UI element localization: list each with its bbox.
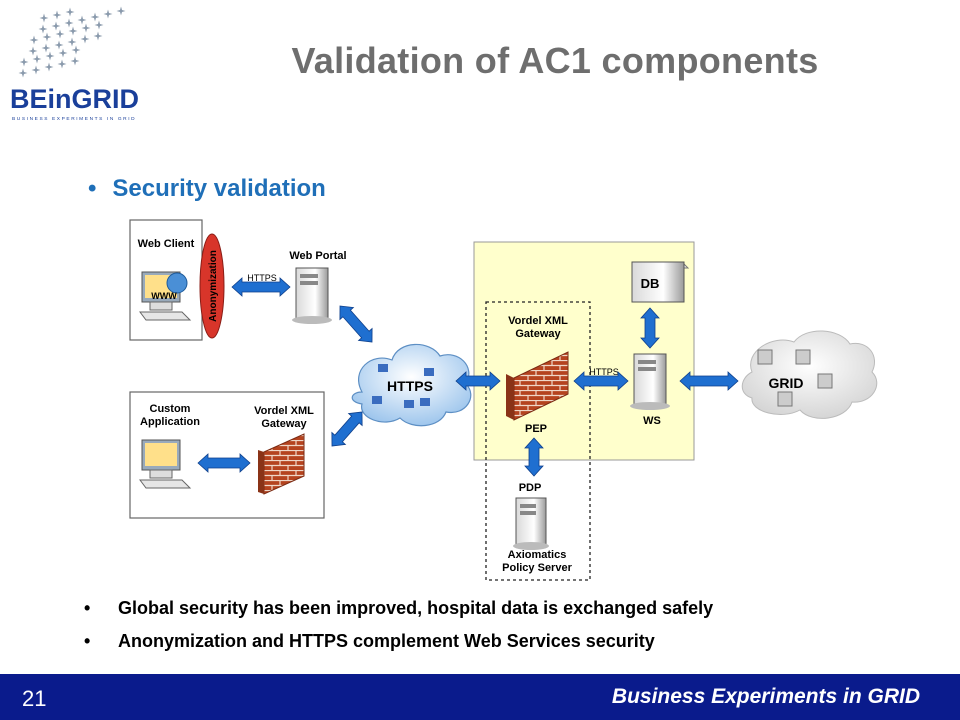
star-icon (77, 15, 87, 25)
web-client-label: Web Client (138, 238, 195, 250)
section-heading-text: Security validation (112, 175, 326, 202)
https-cloud (351, 343, 472, 427)
footer-bar (0, 674, 960, 720)
firewall-pep-icon (506, 351, 569, 421)
arrow-pep-ws (573, 371, 629, 391)
policy-label-2: Policy Server (502, 562, 572, 574)
vordel-center-label-1: Vordel XML (508, 315, 568, 327)
arrow-pep-pdp (524, 437, 544, 477)
star-icon (45, 51, 55, 61)
bullet-item: • Global security has been improved, hosp… (84, 598, 944, 619)
desktop-computer-icon (139, 439, 192, 489)
star-icon (116, 6, 126, 16)
star-icon (31, 65, 41, 75)
db-label: DB (641, 276, 660, 291)
page-title: Validation of AC1 components (291, 40, 819, 81)
grid-label: GRID (769, 375, 804, 391)
arrow-portal-cloud (339, 305, 373, 343)
star-icon (38, 24, 48, 34)
grid-stars-icon (18, 6, 126, 78)
star-icon (54, 40, 64, 50)
star-icon (64, 18, 74, 28)
ws-server-icon (630, 353, 670, 410)
star-icon (103, 9, 113, 19)
vordel-left-label-1: Vordel XML (254, 405, 314, 417)
star-icon (71, 45, 81, 55)
vordel-center-label-2: Gateway (515, 328, 561, 340)
star-icon (52, 10, 62, 20)
star-icon (44, 62, 54, 72)
star-icon (67, 37, 77, 47)
bullet-text: Global security has been improved, hospi… (118, 598, 714, 618)
star-icon (57, 59, 67, 69)
web-portal-label: Web Portal (289, 250, 346, 262)
policy-server-icon (513, 497, 549, 550)
pdp-dashed-region (485, 301, 591, 581)
policy-label-1: Axiomatics (508, 549, 567, 561)
arrow-cloud-custom (331, 411, 363, 447)
star-icon (18, 68, 28, 78)
slide-number: 21 (22, 686, 47, 711)
firewall-left-icon (258, 433, 305, 495)
arrow-ws-db (640, 307, 660, 349)
star-icon (93, 31, 103, 41)
ws-label: WS (643, 415, 661, 427)
https-cloud-label: HTTPS (387, 378, 433, 394)
star-icon (39, 13, 49, 23)
desktop-computer-icon (139, 271, 192, 321)
bullet-glyph: • (88, 175, 97, 202)
star-icon (42, 32, 52, 42)
arrow-cloud-pep (455, 371, 501, 391)
star-icon (94, 20, 104, 30)
star-icon (80, 34, 90, 44)
https-label-ws: HTTPS (589, 367, 619, 377)
grid-cloud (741, 330, 878, 419)
star-icon (51, 21, 61, 31)
https-label-client: HTTPS (247, 273, 277, 283)
pep-label: PEP (525, 423, 547, 435)
arrow-custom-gateway (197, 453, 251, 473)
star-icon (65, 7, 75, 17)
vordel-left-label-2: Gateway (261, 418, 307, 430)
custom-app-label-2: Application (140, 416, 200, 428)
star-icon (81, 23, 91, 33)
star-icon (68, 26, 78, 36)
bullet-text: Anonymization and HTTPS complement Web S… (118, 631, 655, 651)
bullet-glyph: • (84, 631, 91, 651)
star-icon (90, 12, 100, 22)
star-icon (41, 43, 51, 53)
www-label: WWW (151, 291, 177, 301)
arrow-client-portal (231, 277, 291, 297)
anonymization-oval (199, 233, 225, 339)
pdp-label: PDP (519, 482, 542, 494)
star-icon (28, 46, 38, 56)
custom-application-box: Custom Application Vordel XML Gateway (129, 391, 325, 519)
bullet-glyph: • (84, 598, 91, 618)
connection-arrows (197, 277, 739, 477)
arrow-ws-grid (679, 371, 739, 391)
star-icon (55, 29, 65, 39)
star-icon (70, 56, 80, 66)
web-client-box: Web Client WWW (129, 219, 203, 341)
logo-wordmark: BEinGRID (10, 84, 139, 114)
anonymization-label: Anonymization (208, 250, 219, 322)
star-icon (29, 35, 39, 45)
star-icon (58, 48, 68, 58)
star-icon (32, 54, 42, 64)
beingrid-logo: BEinGRID BUSINESS EXPERIMENTS IN GRID (10, 6, 139, 122)
database-icon (631, 261, 690, 303)
footer-text: Business Experiments in GRID (611, 685, 920, 708)
logo-tagline: BUSINESS EXPERIMENTS IN GRID (12, 116, 136, 122)
bullet-item: • Anonymization and HTTPS complement Web … (84, 631, 944, 652)
section-heading: • Security validation (88, 175, 326, 203)
star-icon (19, 57, 29, 67)
custom-app-label-1: Custom (150, 403, 191, 415)
web-portal-server-icon (292, 267, 332, 324)
